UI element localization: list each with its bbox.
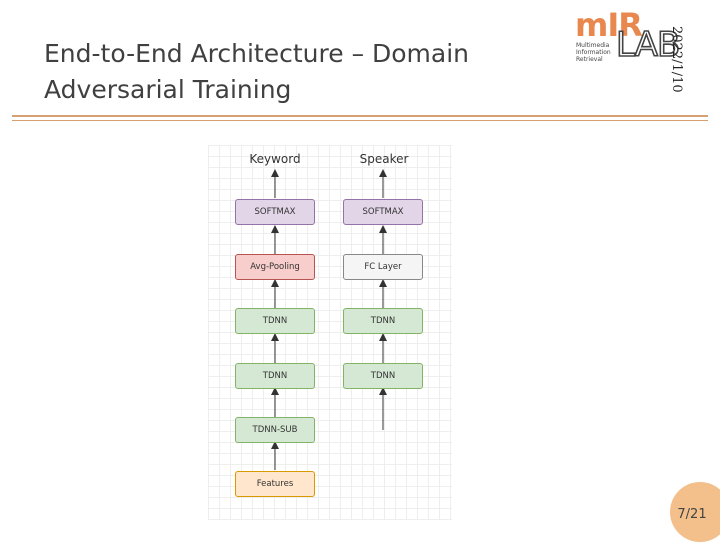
keyword-tdnn-box: TDNN [235,363,315,389]
keyword-tdnn-sub-box: TDNN-SUB [235,417,315,443]
logo-tagline-line: Multimedia [576,42,610,49]
logo-brand-bottom: LAB [615,25,681,65]
diagram-arrows [271,169,387,470]
page-number-circle [670,482,720,542]
header-divider-thin [12,120,708,121]
page-number: 7/21 [662,482,720,542]
keyword-avgpooling-box: Avg-Pooling [235,254,315,280]
slide-date: 2022/1/10 [669,26,684,93]
logo-tagline-line: Retrieval [576,56,603,63]
speaker-tdnn-box: TDNN [343,308,423,334]
keyword-column-label: Keyword [249,152,301,166]
features-box: Features [235,471,315,497]
keyword-tdnn-box: TDNN [235,308,315,334]
mirlab-logo: mIR Multimedia Information Retrieval LAB [572,6,681,64]
header-divider [12,115,708,117]
logo-tagline-line: Information [576,49,611,56]
speaker-softmax-box: SOFTMAX [343,199,423,225]
slide-title: End-to-End Architecture – Domain Adversa… [44,39,470,104]
speaker-fc-layer-box: FC Layer [343,254,423,280]
page-number-text: 7/21 [677,506,707,522]
keyword-softmax-box: SOFTMAX [235,199,315,225]
architecture-diagram: Keyword Speaker SOFTMAX Avg-Pooling TDNN… [208,145,452,520]
speaker-tdnn-box: TDNN [343,363,423,389]
speaker-column-label: Speaker [359,152,409,166]
logo-tagline: Multimedia Information Retrieval [576,42,611,63]
logo-brand-top: mIR [575,6,643,44]
